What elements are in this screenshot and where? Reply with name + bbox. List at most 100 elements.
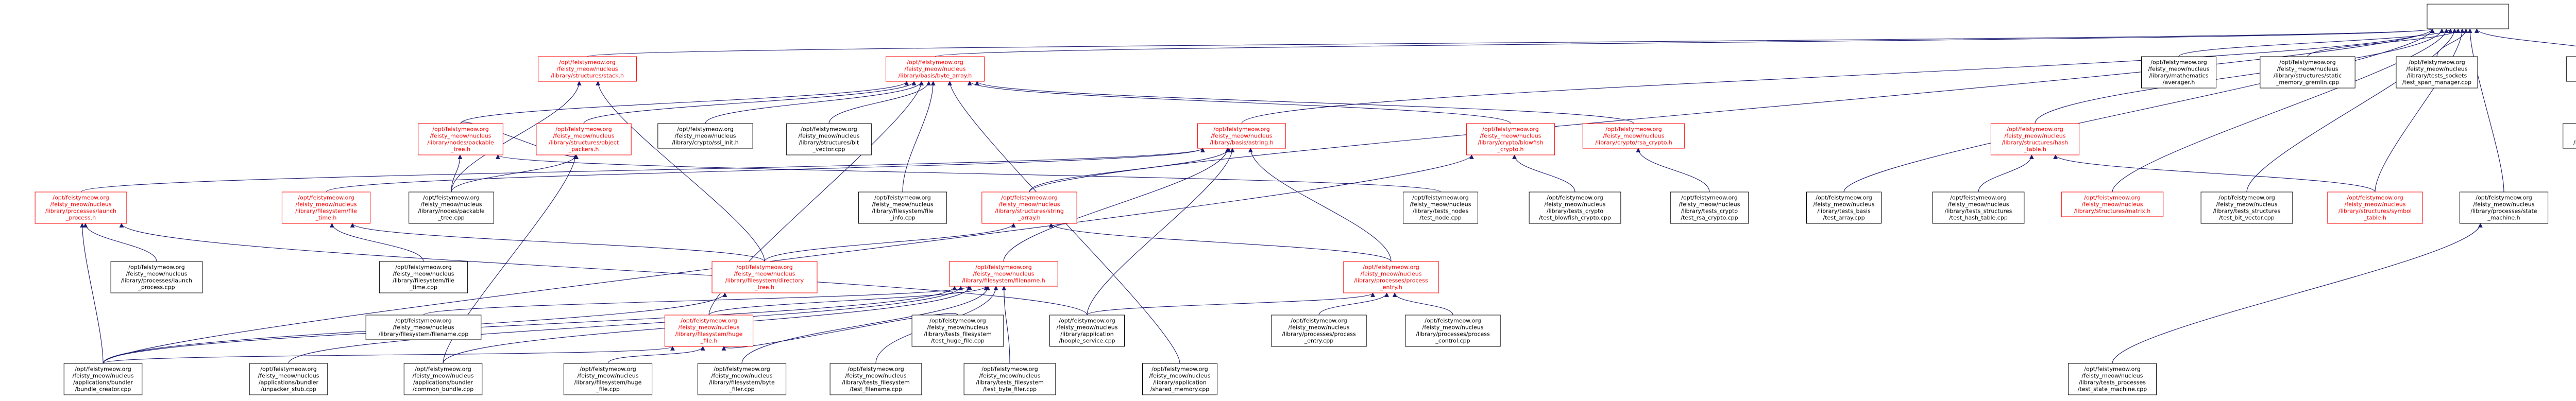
- graph-node-huge_file_cpp[interactable]: /opt/feistymeow.org/feisty_meow/nucleus/…: [563, 363, 653, 395]
- graph-node-box[interactable]: [365, 315, 482, 340]
- graph-node-test_filename_cpp[interactable]: /opt/feistymeow.org/feisty_meow/nucleus/…: [829, 363, 922, 395]
- graph-node-box[interactable]: [1197, 123, 1286, 149]
- graph-node-file_time_h[interactable]: /opt/feistymeow.org/feisty_meow/nucleus/…: [281, 191, 371, 224]
- graph-node-string_array_h[interactable]: /opt/feistymeow.org/feisty_meow/nucleus/…: [981, 191, 1077, 224]
- graph-node-box[interactable]: [409, 191, 494, 224]
- graph-node-box[interactable]: [886, 56, 985, 82]
- graph-node-box[interactable]: [1403, 191, 1478, 224]
- graph-node-box[interactable]: [35, 191, 127, 224]
- graph-node-box[interactable]: [858, 191, 947, 224]
- graph-node-byte_array_h[interactable]: /opt/feistymeow.org/feisty_meow/nucleus/…: [886, 56, 985, 82]
- graph-node-box[interactable]: [2200, 191, 2293, 224]
- graph-node-box[interactable]: [2396, 56, 2478, 89]
- graph-node-directory_tree_h[interactable]: /opt/feistymeow.org/feisty_meow/nucleus/…: [711, 261, 818, 293]
- graph-node-box[interactable]: [538, 56, 637, 82]
- graph-node-box[interactable]: [1466, 123, 1555, 155]
- graph-node-box[interactable]: [2067, 363, 2157, 395]
- graph-node-box[interactable]: [1405, 315, 1501, 347]
- graph-node-polygon_cpp[interactable]: /opt/feistymeow.org/feisty_meow/geograph…: [2563, 123, 2576, 149]
- graph-node-box[interactable]: [1529, 191, 1621, 224]
- graph-node-common_bundle_cpp[interactable]: /opt/feistymeow.org/feisty_meow/nucleus/…: [403, 363, 483, 395]
- graph-node-bit_vector_cpp[interactable]: /opt/feistymeow.org/feisty_meow/nucleus/…: [786, 123, 872, 155]
- graph-node-test_state_machine_cpp[interactable]: /opt/feistymeow.org/feisty_meow/nucleus/…: [2067, 363, 2157, 395]
- graph-node-file_time_cpp[interactable]: /opt/feistymeow.org/feisty_meow/nucleus/…: [379, 261, 468, 293]
- graph-node-hash_table_h[interactable]: /opt/feistymeow.org/feisty_meow/nucleus/…: [1990, 123, 2080, 155]
- graph-node-astring_h[interactable]: /opt/feistymeow.org/feisty_meow/nucleus/…: [1197, 123, 1286, 149]
- graph-node-box[interactable]: [2459, 191, 2549, 224]
- graph-node-box[interactable]: [981, 191, 1077, 224]
- graph-node-box[interactable]: [1670, 191, 1749, 224]
- graph-node-launch_process_cpp[interactable]: /opt/feistymeow.org/feisty_meow/nucleus/…: [110, 261, 203, 293]
- graph-node-box[interactable]: [949, 261, 1058, 287]
- graph-node-bundle_creator_cpp[interactable]: /opt/feistymeow.org/feisty_meow/nucleus/…: [63, 363, 143, 395]
- graph-node-box[interactable]: [2260, 56, 2355, 89]
- graph-node-test_rsa_crypto_cpp[interactable]: /opt/feistymeow.org/feisty_meow/nucleus/…: [1670, 191, 1749, 224]
- graph-node-polygon_h[interactable]: /opt/feistymeow.org/feisty_meow/geograph…: [2566, 56, 2576, 82]
- graph-node-box[interactable]: [1049, 315, 1125, 347]
- graph-node-box[interactable]: [110, 261, 203, 293]
- graph-node-file_info_cpp[interactable]: /opt/feistymeow.org/feisty_meow/nucleus/…: [858, 191, 947, 224]
- graph-node-box[interactable]: [2141, 56, 2216, 89]
- graph-node-averager_h[interactable]: /opt/feistymeow.org/feisty_meow/nucleus/…: [2141, 56, 2216, 89]
- graph-node-box[interactable]: [963, 363, 1056, 395]
- graph-node-test_span_manager_cpp[interactable]: /opt/feistymeow.org/feisty_meow/nucleus/…: [2396, 56, 2478, 89]
- graph-node-launch_process_h[interactable]: /opt/feistymeow.org/feisty_meow/nucleus/…: [35, 191, 127, 224]
- graph-node-test_huge_file_cpp[interactable]: /opt/feistymeow.org/feisty_meow/nucleus/…: [911, 315, 1004, 347]
- graph-node-filename_h[interactable]: /opt/feistymeow.org/feisty_meow/nucleus/…: [949, 261, 1058, 287]
- graph-node-box[interactable]: [829, 363, 922, 395]
- graph-node-stack_h[interactable]: /opt/feistymeow.org/feisty_meow/nucleus/…: [538, 56, 637, 82]
- graph-node-box[interactable]: [281, 191, 371, 224]
- graph-node-box[interactable]: [536, 123, 632, 155]
- graph-node-box[interactable]: [379, 261, 468, 293]
- graph-node-box[interactable]: [2563, 123, 2576, 149]
- graph-node-process_entry_cpp[interactable]: /opt/feistymeow.org/feisty_meow/nucleus/…: [1271, 315, 1367, 347]
- graph-node-box[interactable]: [1271, 315, 1367, 347]
- graph-node-box[interactable]: [1990, 123, 2080, 155]
- graph-node-packable_tree_h[interactable]: /opt/feistymeow.org/feisty_meow/nucleus/…: [418, 123, 503, 155]
- graph-node-shared_memory_cpp[interactable]: /opt/feistymeow.org/feisty_meow/nucleus/…: [1142, 363, 1217, 395]
- graph-node-blowfish_crypto_h[interactable]: /opt/feistymeow.org/feisty_meow/nucleus/…: [1466, 123, 1555, 155]
- graph-node-box[interactable]: [63, 363, 143, 395]
- graph-node-box[interactable]: [2566, 56, 2576, 82]
- graph-node-box[interactable]: [664, 315, 754, 347]
- graph-node-byte_filer_cpp[interactable]: /opt/feistymeow.org/feisty_meow/nucleus/…: [697, 363, 787, 395]
- graph-node-box[interactable]: [786, 123, 872, 155]
- graph-node-packable_tree_cpp[interactable]: /opt/feistymeow.org/feisty_meow/nucleus/…: [409, 191, 494, 224]
- graph-node-test_blowfish_crypto_cpp[interactable]: /opt/feistymeow.org/feisty_meow/nucleus/…: [1529, 191, 1621, 224]
- graph-node-box[interactable]: [911, 315, 1004, 347]
- graph-node-unpacker_stub_cpp[interactable]: /opt/feistymeow.org/feisty_meow/nucleus/…: [249, 363, 328, 395]
- graph-node-box[interactable]: [1343, 261, 1439, 293]
- graph-node-static_memory_gremlin_cpp[interactable]: /opt/feistymeow.org/feisty_meow/nucleus/…: [2260, 56, 2355, 89]
- graph-node-test_byte_filer_cpp[interactable]: /opt/feistymeow.org/feisty_meow/nucleus/…: [963, 363, 1056, 395]
- graph-node-box[interactable]: [1806, 191, 1882, 224]
- graph-node-test_bit_vector_cpp[interactable]: /opt/feistymeow.org/feisty_meow/nucleus/…: [2200, 191, 2293, 224]
- graph-node-box[interactable]: [2427, 4, 2509, 29]
- graph-node-box[interactable]: [657, 123, 753, 149]
- graph-node-box[interactable]: [2061, 191, 2164, 217]
- graph-node-hoople_service_cpp[interactable]: /opt/feistymeow.org/feisty_meow/nucleus/…: [1049, 315, 1125, 347]
- graph-node-ssl_init_h[interactable]: /opt/feistymeow.org/feisty_meow/nucleus/…: [657, 123, 753, 149]
- graph-node-box[interactable]: [249, 363, 328, 395]
- graph-node-box[interactable]: [403, 363, 483, 395]
- graph-node-test_node_cpp[interactable]: /opt/feistymeow.org/feisty_meow/nucleus/…: [1403, 191, 1478, 224]
- graph-node-box[interactable]: [697, 363, 787, 395]
- graph-node-box[interactable]: [711, 261, 818, 293]
- graph-node-box[interactable]: [563, 363, 653, 395]
- graph-node-symbol_table_h[interactable]: /opt/feistymeow.org/feisty_meow/nucleus/…: [2327, 191, 2423, 224]
- graph-node-box[interactable]: [2327, 191, 2423, 224]
- graph-node-state_machine_h[interactable]: /opt/feistymeow.org/feisty_meow/nucleus/…: [2459, 191, 2549, 224]
- graph-node-box[interactable]: [1142, 363, 1217, 395]
- graph-node-test_array_cpp[interactable]: /opt/feistymeow.org/feisty_meow/nucleus/…: [1806, 191, 1882, 224]
- graph-node-object_packers_h[interactable]: /opt/feistymeow.org/feisty_meow/nucleus/…: [536, 123, 632, 155]
- graph-node-box[interactable]: [1582, 123, 1685, 149]
- graph-node-filename_cpp[interactable]: /opt/feistymeow.org/feisty_meow/nucleus/…: [365, 315, 482, 340]
- graph-node-test_hash_table_cpp[interactable]: /opt/feistymeow.org/feisty_meow/nucleus/…: [1932, 191, 2025, 224]
- graph-node-process_control_cpp[interactable]: /opt/feistymeow.org/feisty_meow/nucleus/…: [1405, 315, 1501, 347]
- graph-node-rsa_crypto_h[interactable]: /opt/feistymeow.org/feisty_meow/nucleus/…: [1582, 123, 1685, 149]
- graph-node-box[interactable]: [1932, 191, 2025, 224]
- graph-node-array_h[interactable]: /opt/feistymeow.org/feisty_meow/nucleus/…: [2427, 4, 2509, 29]
- graph-node-process_entry_h[interactable]: /opt/feistymeow.org/feisty_meow/nucleus/…: [1343, 261, 1439, 293]
- graph-node-matrix_h[interactable]: /opt/feistymeow.org/feisty_meow/nucleus/…: [2061, 191, 2164, 217]
- graph-node-box[interactable]: [418, 123, 503, 155]
- graph-node-huge_file_h[interactable]: /opt/feistymeow.org/feisty_meow/nucleus/…: [664, 315, 754, 347]
